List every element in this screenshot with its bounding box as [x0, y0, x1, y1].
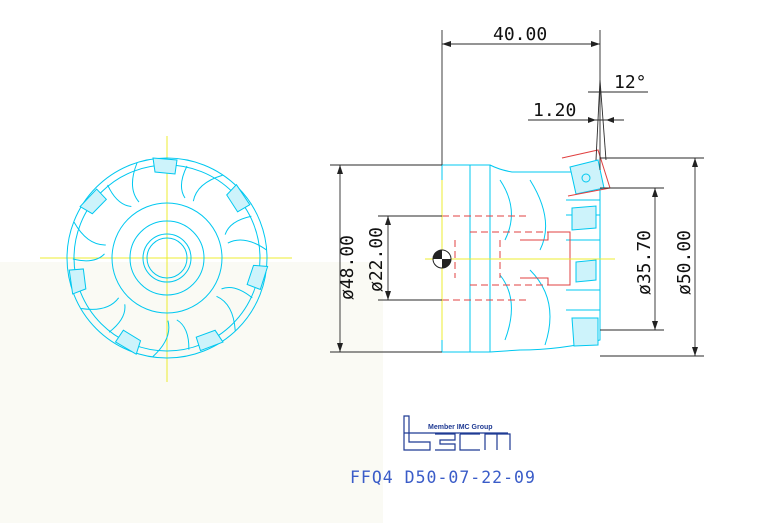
front-inserts	[68, 157, 269, 357]
dim-cutting-diameter: ø50.00	[674, 230, 695, 295]
dim-offset: 1.20	[533, 100, 576, 121]
product-code: FFQ4 D50-07-22-09	[350, 468, 536, 487]
dim-angle: 12°	[614, 72, 647, 93]
front-view	[40, 136, 292, 382]
dim-bore-diameter: ø22.00	[366, 227, 387, 292]
side-insert-top-screw	[581, 173, 591, 183]
front-hub-circle	[111, 202, 223, 314]
dimension-lines	[330, 30, 704, 357]
front-collar-circle	[129, 220, 205, 296]
side-view	[425, 149, 615, 353]
front-bore-inner	[146, 237, 188, 279]
dim-overall-length: 40.00	[493, 24, 547, 45]
dim-pitch-diameter: ø35.70	[634, 230, 655, 295]
side-insert-2	[571, 205, 597, 231]
front-outer-circle	[66, 157, 268, 359]
iscar-logo: Member IMC Group	[403, 415, 511, 451]
front-bore-outer	[142, 233, 192, 283]
side-insert-3	[575, 259, 597, 283]
side-flutes	[499, 179, 551, 346]
side-insert-top-hidden	[561, 149, 611, 197]
logo-tagline: Member IMC Group	[428, 424, 493, 431]
side-insert-bottom	[571, 317, 599, 347]
centre-symbol	[432, 249, 452, 269]
side-body-outline	[441, 164, 601, 353]
dim-shank-diameter: ø48.00	[337, 235, 358, 300]
keyway-hidden	[454, 240, 501, 278]
background-panel-left	[0, 0, 385, 262]
